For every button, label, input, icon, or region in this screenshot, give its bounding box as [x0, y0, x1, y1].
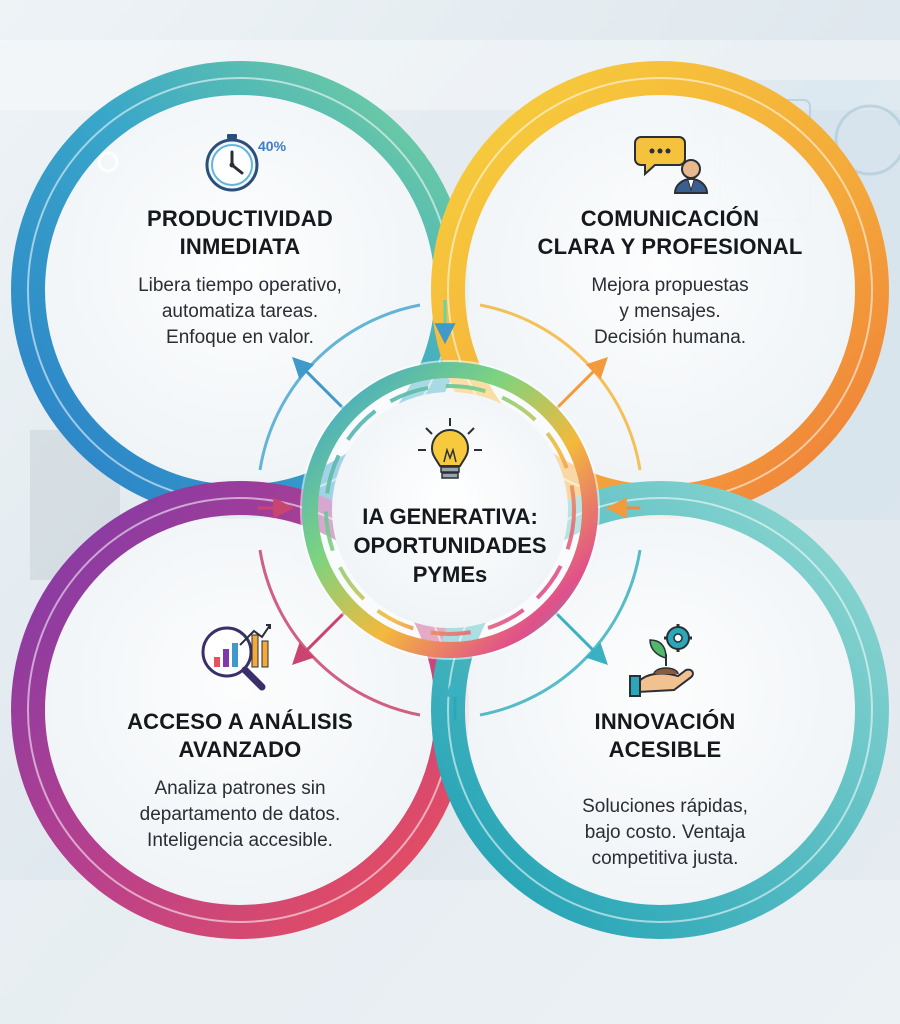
arrow-to-comunicacion — [553, 357, 608, 412]
quadrant-innovacion: INNOVACIÓN ACESIBLE Soluciones rápidas, … — [530, 708, 800, 872]
quadrant-title: COMUNICACIÓN CLARA Y PROFESIONAL — [537, 206, 803, 259]
ring-comunicacion — [431, 61, 889, 519]
quadrant-title: INNOVACIÓN ACESIBLE — [594, 709, 736, 762]
quadrant-analisis: ACCESO A ANÁLISIS AVANZADO Analiza patro… — [100, 708, 380, 854]
magnifier-chart-icon — [201, 624, 271, 691]
quadrant-productividad: PRODUCTIVIDAD INMEDIATA Libera tiempo op… — [110, 205, 370, 351]
quadrant-comunicacion: COMUNICACIÓN CLARA Y PROFESIONAL Mejora … — [520, 205, 820, 351]
arrow-to-innovacion — [553, 610, 608, 665]
chat-person-icon — [634, 136, 709, 194]
clock-icon — [205, 134, 259, 192]
quadrant-title: PRODUCTIVIDAD INMEDIATA — [147, 206, 333, 259]
hand-plant-gear-icon — [629, 624, 694, 697]
center-hub — [300, 360, 600, 660]
productividad-badge: 40% — [258, 138, 287, 154]
arrow-to-analisis — [292, 610, 347, 665]
lightbulb-icon — [418, 418, 482, 479]
center-title: IA GENERATIVA: OPORTUNIDADES PYMEs — [353, 504, 547, 587]
quadrant-description: Libera tiempo operativo, automatiza tare… — [138, 275, 342, 348]
quadrant-description: Analiza patrones sin departamento de dat… — [139, 778, 341, 851]
quadrant-title: ACCESO A ANÁLISIS AVANZADO — [127, 709, 353, 762]
quadrant-description: Mejora propuestas y mensajes. Decisión h… — [591, 275, 749, 348]
quadrant-description: Soluciones rápidas, bajo costo. Ventaja … — [582, 796, 748, 869]
arrow-to-productividad — [292, 357, 347, 412]
